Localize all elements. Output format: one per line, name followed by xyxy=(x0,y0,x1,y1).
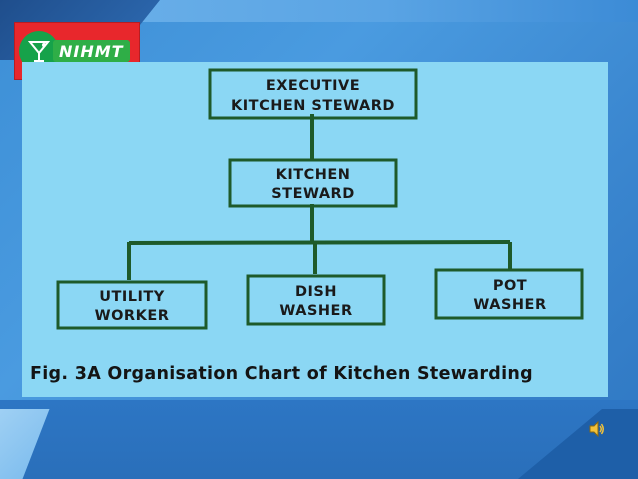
node-dish-line1: DISH xyxy=(295,284,337,300)
speaker-icon[interactable] xyxy=(588,420,606,438)
node-mid-line1: KITCHEN xyxy=(276,167,351,183)
node-executive-kitchen-steward: EXECUTIVE KITCHEN STEWARD xyxy=(208,68,418,120)
node-dish-line2: WASHER xyxy=(279,303,352,319)
node-pot-line2: WASHER xyxy=(473,297,546,313)
node-kitchen-steward: KITCHEN STEWARD xyxy=(228,158,398,208)
diagram-panel: EXECUTIVE KITCHEN STEWARD KITCHEN STEWAR… xyxy=(22,62,608,397)
connector-bus xyxy=(128,240,511,245)
slide-bottom-band xyxy=(0,400,638,479)
node-mid-line2: STEWARD xyxy=(271,186,355,202)
node-pot-line1: POT xyxy=(493,278,527,294)
logo-wordmark: NIHMT xyxy=(59,41,124,61)
node-pot-washer: POT WASHER xyxy=(434,268,584,320)
node-dish-washer: DISH WASHER xyxy=(246,274,386,326)
slide-top-bar xyxy=(0,0,638,22)
node-utility-line2: WORKER xyxy=(95,308,170,324)
logo-wordmark-box: NIHMT xyxy=(53,40,130,62)
figure-caption: Fig. 3A Organisation Chart of Kitchen St… xyxy=(30,364,533,384)
node-utility-line1: UTILITY xyxy=(99,289,165,305)
node-root-line1: EXECUTIVE xyxy=(266,78,360,94)
node-utility-worker: UTILITY WORKER xyxy=(56,280,208,330)
org-chart: EXECUTIVE KITCHEN STEWARD KITCHEN STEWAR… xyxy=(56,68,584,330)
node-root-line2: KITCHEN STEWARD xyxy=(231,98,395,114)
